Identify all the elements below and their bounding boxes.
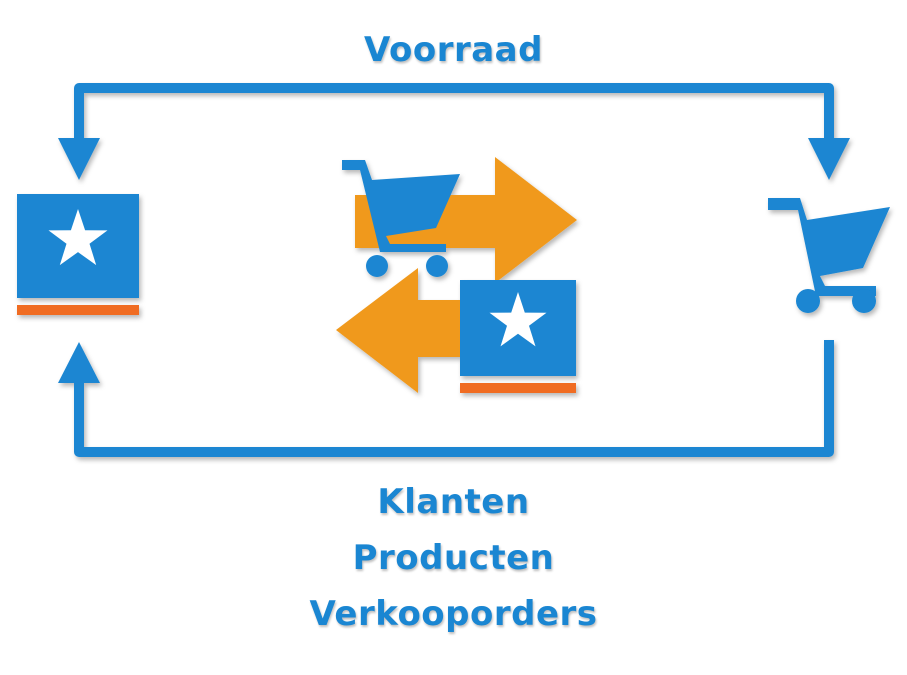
arrow-down-right-icon (808, 138, 850, 180)
sync-center-icon (336, 157, 577, 393)
shopping-cart-icon (342, 160, 460, 277)
bottom-label-products: Producten (352, 538, 555, 578)
top-label: Voorraad (364, 30, 543, 70)
bottom-label-customers: Klanten (377, 482, 530, 522)
bottom-sync-arrow (58, 340, 834, 457)
arrow-down-left-icon (58, 138, 100, 180)
shopping-cart-icon (768, 198, 890, 313)
arrow-right-icon (355, 157, 577, 283)
star-book-icon (460, 280, 576, 393)
top-sync-arrow (58, 83, 850, 180)
bottom-label-sales-orders: Verkooporders (309, 594, 598, 634)
arrow-up-left-icon (58, 342, 100, 383)
star-book-icon (17, 194, 139, 315)
arrow-left-icon (336, 268, 470, 393)
